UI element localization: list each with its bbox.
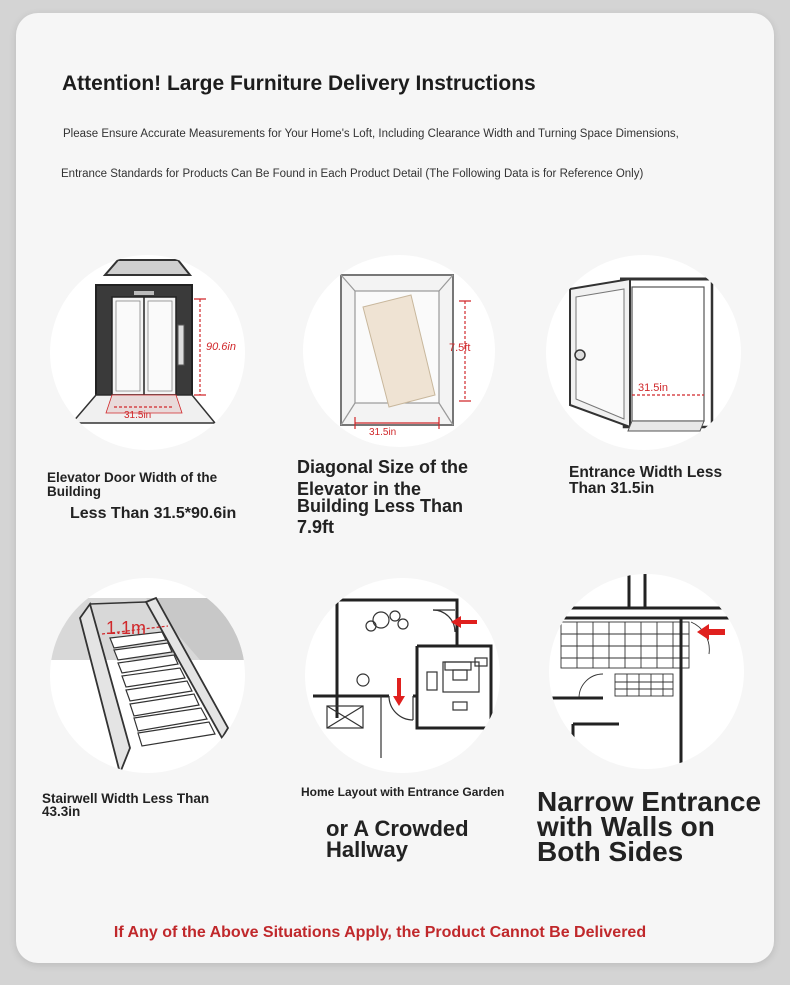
page-title: Attention! Large Furniture Delivery Inst… (62, 72, 536, 95)
item-1-caption-line-2: Building (47, 484, 101, 499)
open-door-icon: 31.5in (546, 255, 741, 450)
subtitle-line-2: Entrance Standards for Products Can Be F… (61, 168, 644, 180)
delivery-warning: If Any of the Above Situations Apply, th… (113, 924, 647, 941)
item-2-caption-line-2: Elevator in the (297, 479, 422, 499)
stairwell-icon: 1.1m (50, 578, 245, 773)
item-4-caption-line-1: Stairwell Width Less Than (42, 791, 210, 806)
item-6-caption-line-2: with Walls on (537, 811, 715, 842)
narrow-entrance-icon (549, 574, 744, 769)
item-3-caption-line-1: Entrance Width Less (569, 464, 723, 481)
item-6-caption-line-1: Narrow Entrance (537, 786, 762, 817)
item-2-caption-line-3: Building Less Than (297, 496, 464, 516)
item-1-caption-line-1: Elevator Door Width of the (47, 470, 218, 485)
elevator-door-icon: 90.6in 31.5in (50, 255, 245, 450)
dimension-label-width: 31.5in (638, 382, 668, 394)
instruction-card (16, 13, 774, 963)
item-4-caption-line-2: 43.3in (42, 804, 81, 819)
dimension-label-width: 31.5in (369, 427, 396, 438)
item-5-caption-line-3: Hallway (326, 837, 408, 862)
dimension-label-height: 90.6in (206, 341, 236, 353)
item-5-caption-line-1: Home Layout with Entrance Garden (301, 785, 505, 799)
item-6-caption-line-3: Both Sides (537, 836, 684, 867)
dimension-label-width: 31.5in (124, 410, 151, 421)
item-3-caption-line-2: Than 31.5in (569, 480, 655, 497)
dimension-label-height: 7.5ft (449, 342, 470, 354)
subtitle-line-1: Please Ensure Accurate Measurements for … (63, 128, 679, 140)
item-2-caption-line-1: Diagonal Size of the (297, 457, 469, 477)
item-5-caption-line-2: or A Crowded (326, 816, 469, 841)
floor-plan-icon (305, 578, 500, 773)
dimension-label-width: 1.1m (106, 618, 146, 638)
item-2-caption-line-4: 7.9ft (297, 517, 335, 537)
elevator-diagonal-icon: 7.5ft 31.5in (303, 255, 495, 447)
item-1-caption-line-3: Less Than 31.5*90.6in (70, 505, 237, 522)
